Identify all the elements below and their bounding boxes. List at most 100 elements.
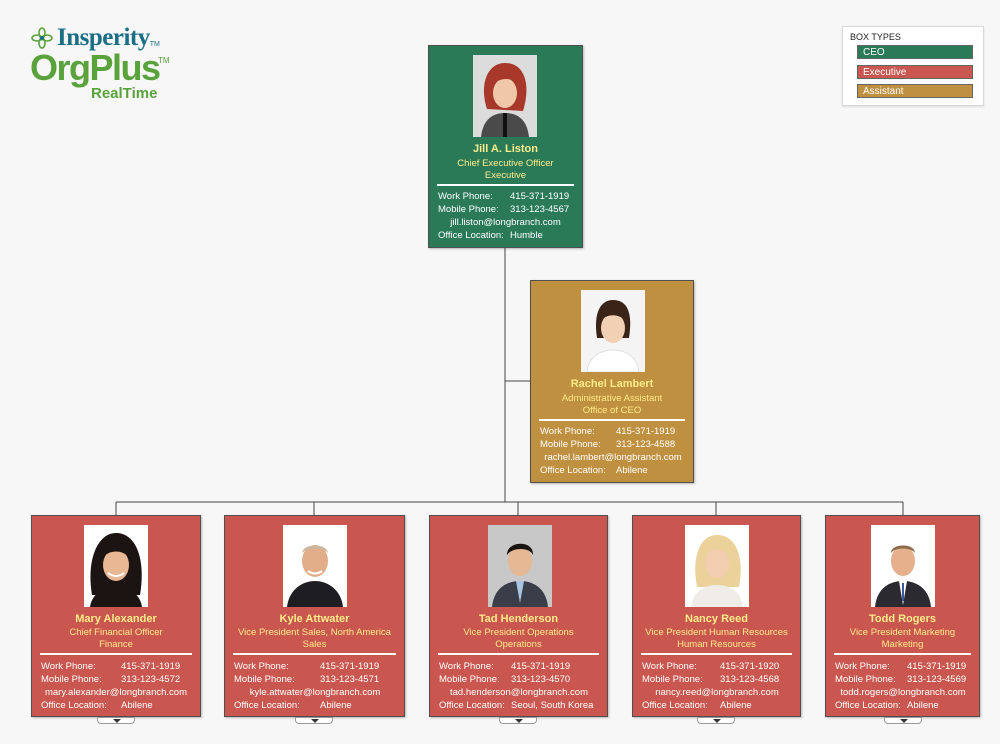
photo-kyle-attwater (283, 525, 347, 607)
work-phone-label: Work Phone: (835, 661, 890, 672)
mobile-phone-todd-rogers: 313-123-4569 (907, 674, 967, 685)
contact-info-kyle-attwater: Work Phone: 415-371-1919 Mobile Phone: 313… (234, 660, 396, 712)
expand-toggle-tad-henderson[interactable] (499, 717, 537, 724)
office-location-label: Office Location: (234, 700, 300, 711)
expand-toggle-todd-rogers[interactable] (884, 717, 922, 724)
name-nancy-reed: Nancy Reed (685, 613, 748, 625)
title-kyle-attwater: Vice President Sales, North America (238, 627, 391, 638)
office-location-label: Office Location: (438, 230, 504, 241)
name-kyle-attwater: Kyle Attwater (279, 613, 350, 625)
person-card-nancy-reed[interactable]: Nancy Reed Vice President Human Resource… (632, 515, 801, 717)
divider (539, 419, 685, 421)
logo-insperity-text: Insperity (57, 24, 150, 51)
work-phone-label: Work Phone: (540, 426, 595, 437)
office-location-label: Office Location: (642, 700, 708, 711)
dept-rachel-lambert: Office of CEO (582, 405, 642, 416)
office-tad-henderson: Seoul, South Korea (511, 700, 594, 711)
work-phone-label: Work Phone: (41, 661, 96, 672)
mobile-phone-label: Mobile Phone: (439, 674, 500, 685)
work-phone-mary-alexander: 415-371-1919 (121, 661, 181, 672)
mobile-phone-label: Mobile Phone: (234, 674, 295, 685)
logo-orgplus-text: OrgPlus (30, 47, 161, 88)
name-tad-henderson: Tad Henderson (478, 613, 559, 625)
email-rachel-lambert[interactable]: rachel.lambert@longbranch.com (544, 452, 682, 463)
contact-info-tad-henderson: Work Phone: 415-371-1919 Mobile Phone: 313… (439, 660, 599, 712)
photo-rachel-lambert (581, 290, 645, 372)
work-phone-label: Work Phone: (234, 661, 289, 672)
email-todd-rogers[interactable]: todd.rogers@longbranch.com (840, 687, 966, 698)
mobile-phone-jill-liston: 313-123-4567 (510, 204, 570, 215)
title-rachel-lambert: Administrative Assistant (561, 393, 663, 404)
expand-toggle-kyle-attwater[interactable] (295, 717, 333, 724)
work-phone-rachel-lambert: 415-371-1919 (616, 426, 676, 437)
office-jill-liston: Humble (510, 230, 543, 241)
dept-kyle-attwater: Sales (302, 639, 327, 650)
person-card-rachel-lambert[interactable]: Rachel Lambert Administrative Assistant … (530, 280, 694, 483)
contact-info-rachel-lambert: Work Phone:415-371-1919 Mobile Phone:313… (540, 425, 686, 477)
insperity-leaf-icon (31, 27, 53, 49)
insperity-orgplus-logo: Insperity TM OrgPlus TM RealTime (30, 24, 190, 104)
work-phone-label: Work Phone: (642, 661, 697, 672)
mobile-phone-label: Mobile Phone: (41, 674, 102, 685)
photo-nancy-reed (685, 525, 749, 607)
expand-toggle-nancy-reed[interactable] (697, 717, 735, 724)
email-mary-alexander[interactable]: mary.alexander@longbranch.com (44, 687, 187, 698)
office-rachel-lambert: Abilene (616, 465, 648, 476)
contact-info-nancy-reed: Work Phone:415-371-1920 Mobile Phone:313… (642, 660, 792, 712)
contact-info-mary-alexander: Work Phone: 415-371-1919 Mobile Phone: 313… (41, 660, 191, 712)
email-nancy-reed[interactable]: nancy.reed@longbranch.com (655, 687, 779, 698)
logo-trademark-2: TM (158, 56, 170, 65)
dept-nancy-reed: Human Resources (677, 639, 756, 650)
office-todd-rogers: Abilene (907, 700, 939, 711)
title-jill-liston: Chief Executive Officer (457, 158, 554, 169)
office-location-label: Office Location: (835, 700, 901, 711)
contact-info-todd-rogers: Work Phone:415-371-1919 Mobile Phone:313… (835, 660, 971, 712)
person-card-mary-alexander[interactable]: Mary Alexander Chief Financial Officer F… (31, 515, 201, 717)
photo-jill-liston (473, 55, 537, 137)
work-phone-todd-rogers: 415-371-1919 (907, 661, 967, 672)
work-phone-tad-henderson: 415-371-1919 (511, 661, 571, 672)
divider (641, 653, 792, 655)
logo-trademark: TM (149, 40, 160, 48)
name-rachel-lambert: Rachel Lambert (570, 378, 654, 390)
box-types-legend: BOX TYPES CEO Executive Assistant (842, 26, 984, 106)
person-card-todd-rogers[interactable]: Todd Rogers Vice President Marketing Mar… (825, 515, 980, 717)
office-location-label: Office Location: (41, 700, 107, 711)
photo-todd-rogers (871, 525, 935, 607)
person-card-tad-henderson[interactable]: Tad Henderson Vice President Operations … (429, 515, 608, 717)
divider (438, 653, 599, 655)
expand-toggle-mary-alexander[interactable] (97, 717, 135, 724)
divider (437, 184, 574, 186)
email-kyle-attwater[interactable]: kyle.attwater@longbranch.com (249, 687, 381, 698)
mobile-phone-label: Mobile Phone: (540, 439, 601, 450)
mobile-phone-mary-alexander: 313-123-4572 (121, 674, 181, 685)
legend-executive-swatch: Executive (857, 65, 973, 79)
photo-tad-henderson (488, 525, 552, 607)
person-card-jill-liston[interactable]: Jill A. Liston Chief Executive Officer E… (428, 45, 583, 248)
divider (233, 653, 396, 655)
title-tad-henderson: Vice President Operations (463, 627, 574, 638)
work-phone-label: Work Phone: (439, 661, 494, 672)
work-phone-kyle-attwater: 415-371-1919 (320, 661, 380, 672)
divider (40, 653, 192, 655)
person-card-kyle-attwater[interactable]: Kyle Attwater Vice President Sales, Nort… (224, 515, 405, 717)
name-jill-liston: Jill A. Liston (473, 143, 538, 155)
contact-info-jill-liston: Work Phone:415-371-1919 Mobile Phone:313… (438, 190, 573, 242)
name-todd-rogers: Todd Rogers (868, 613, 936, 625)
mobile-phone-label: Mobile Phone: (438, 204, 499, 215)
office-location-label: Office Location: (439, 700, 505, 711)
office-mary-alexander: Abilene (121, 700, 153, 711)
mobile-phone-label: Mobile Phone: (642, 674, 703, 685)
legend-assistant-swatch: Assistant (857, 84, 973, 98)
work-phone-jill-liston: 415-371-1919 (510, 191, 570, 202)
email-jill-liston[interactable]: jill.liston@longbranch.com (450, 217, 561, 228)
dept-todd-rogers: Marketing (881, 639, 924, 650)
logo-realtime-text: RealTime (91, 85, 158, 102)
legend-ceo-swatch: CEO (857, 45, 973, 59)
office-location-label: Office Location: (540, 465, 606, 476)
mobile-phone-tad-henderson: 313-123-4570 (511, 674, 571, 685)
mobile-phone-kyle-attwater: 313-123-4571 (320, 674, 380, 685)
divider (834, 653, 971, 655)
email-tad-henderson[interactable]: tad.henderson@longbranch.com (450, 687, 588, 698)
